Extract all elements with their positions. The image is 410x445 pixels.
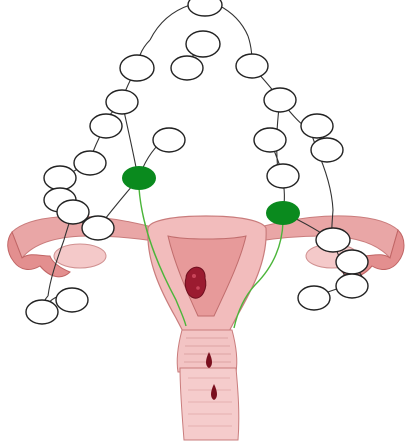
sentinel-node-right [266,201,300,225]
lymph-node [106,90,138,114]
lymph-node [153,128,185,152]
lymph-node [298,286,330,310]
lymph-node [236,54,268,78]
lymph-node [56,288,88,312]
lymph-node [254,128,286,152]
vagina [180,368,239,440]
lymph-node [44,166,76,190]
lymph-node [26,300,58,324]
lymph-node [171,56,203,80]
lymph-node [267,164,299,188]
lymph-node [264,88,296,112]
lymph-node [57,200,89,224]
lymph-node [188,0,222,16]
lymph-node [186,31,220,57]
lymph-node [336,274,368,298]
lymph-node [301,114,333,138]
lymph-node [336,250,368,274]
lymph-node [74,151,106,175]
lymph-node [120,55,154,81]
lymph-node [311,138,343,162]
endometrial-tumor [185,267,206,298]
lymph-node [82,216,114,240]
lymph-node [316,228,350,252]
sentinel-node-left [122,166,156,190]
lymph-node [90,114,122,138]
